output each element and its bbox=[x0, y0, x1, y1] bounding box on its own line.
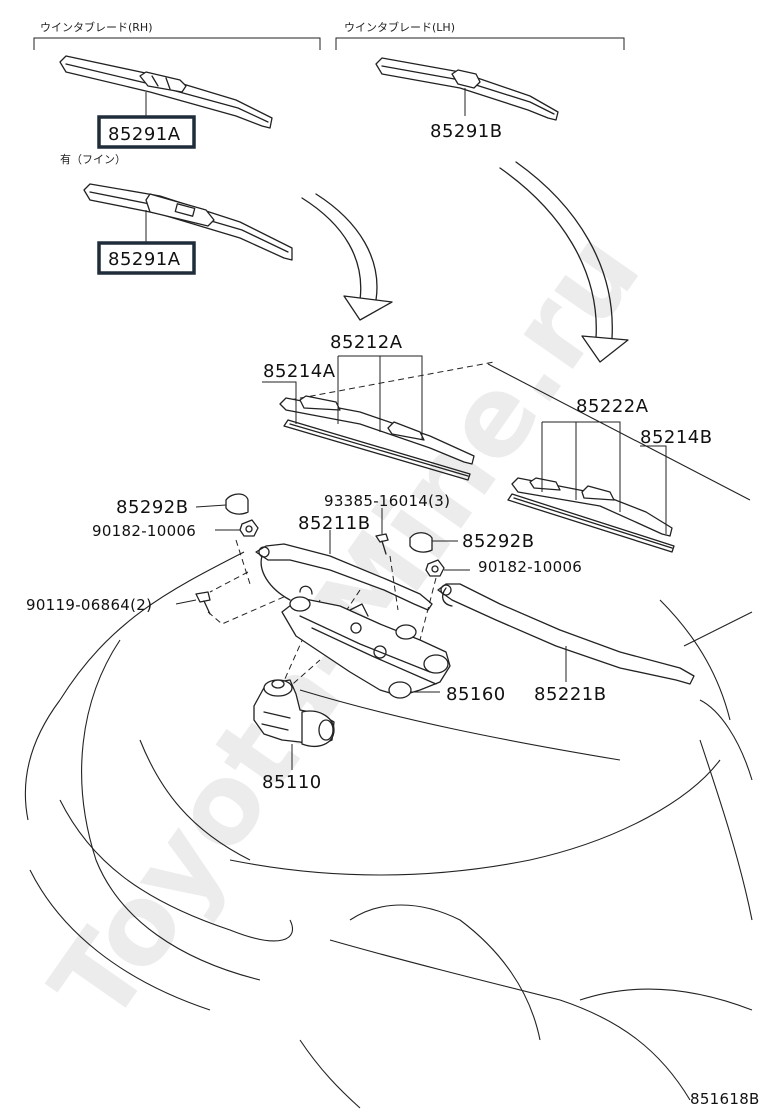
label-85221b[interactable]: 85221B bbox=[534, 684, 607, 705]
arrow-to-front-blade bbox=[301, 193, 393, 321]
header-bracket-rh: ウインタブレード(RH) bbox=[33, 20, 321, 50]
vehicle-body-outline bbox=[24, 361, 753, 1109]
header-bracket-lh: ウインタブレード(LH) bbox=[335, 20, 625, 50]
label-85292b-left[interactable]: 85292B bbox=[116, 497, 189, 518]
diagram-code: 851618B bbox=[690, 1090, 760, 1108]
label-85110[interactable]: 85110 bbox=[262, 772, 322, 793]
label-85214b[interactable]: 85214B bbox=[640, 427, 713, 448]
blade-rh-title: ウインタブレード(RH) bbox=[40, 20, 153, 34]
label-85214a[interactable]: 85214A bbox=[263, 361, 336, 382]
label-90182-right[interactable]: 90182-10006 bbox=[478, 558, 582, 576]
wiper-motor[interactable] bbox=[253, 679, 335, 747]
label-85160[interactable]: 85160 bbox=[446, 684, 506, 705]
wiper-blade-assy-rear[interactable] bbox=[507, 477, 675, 553]
leader-85222a bbox=[541, 421, 621, 512]
wiper-blade-rh-upper[interactable] bbox=[59, 55, 273, 129]
assembly-guides bbox=[207, 539, 437, 691]
wiper-blade-rh-lower[interactable] bbox=[83, 183, 293, 261]
label-85211b[interactable]: 85211B bbox=[298, 513, 371, 534]
highlight-box-lower bbox=[97, 241, 196, 275]
wiper-arm-front[interactable] bbox=[255, 543, 433, 611]
leader-85212a bbox=[337, 355, 423, 440]
blade-lh-title: ウインタブレード(LH) bbox=[344, 20, 455, 34]
label-85291b[interactable]: 85291B bbox=[430, 121, 503, 142]
label-90182-left[interactable]: 90182-10006 bbox=[92, 522, 196, 540]
nut-right[interactable] bbox=[425, 559, 445, 577]
label-90119[interactable]: 90119-06864(2) bbox=[26, 596, 152, 614]
nut-left[interactable] bbox=[239, 519, 259, 537]
wiper-link-assy[interactable] bbox=[281, 585, 451, 699]
label-93385[interactable]: 93385-16014(3) bbox=[324, 492, 450, 510]
label-85291a-upper[interactable]: 85291A bbox=[108, 124, 181, 145]
highlight-box-upper bbox=[97, 115, 196, 149]
bolt-90119[interactable] bbox=[195, 591, 211, 615]
blade-variant-note: 有（フイン） bbox=[60, 152, 126, 166]
leader-85214b bbox=[640, 445, 667, 534]
wiper-arm-rear[interactable] bbox=[437, 583, 695, 685]
wiper-blade-lh[interactable] bbox=[375, 57, 559, 121]
leader-85214a bbox=[262, 381, 297, 424]
label-85212a[interactable]: 85212A bbox=[330, 332, 403, 353]
label-85292b-right[interactable]: 85292B bbox=[462, 531, 535, 552]
pivot-cap-right[interactable] bbox=[409, 532, 433, 553]
label-85222a[interactable]: 85222A bbox=[576, 396, 649, 417]
label-85291a-lower[interactable]: 85291A bbox=[108, 249, 181, 270]
pivot-cap-left[interactable] bbox=[225, 493, 249, 515]
arrow-to-rear-blade bbox=[499, 161, 629, 363]
bolt-93385[interactable] bbox=[375, 533, 389, 555]
